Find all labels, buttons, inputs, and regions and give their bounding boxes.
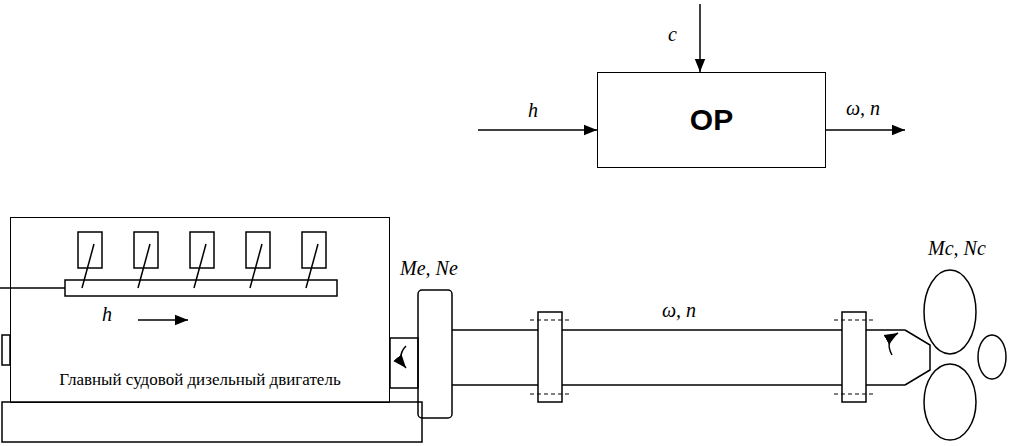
rack-links: [82, 244, 318, 288]
flange-bolts: [530, 320, 874, 394]
output-arrow: [826, 129, 905, 131]
shaft-speed-label: ω, n: [662, 300, 696, 320]
fuel-pumps: [78, 232, 326, 268]
input-arrow: [478, 129, 597, 131]
engine-body: Главный судовой дизельный двигатель: [10, 217, 390, 403]
shaft-stub: [390, 338, 418, 388]
signal-name: c: [668, 24, 677, 44]
node-text: ОР: [690, 102, 733, 138]
input-arrow: [699, 4, 701, 72]
signal-name: ω, n: [846, 98, 880, 118]
shaft: [452, 329, 905, 331]
process-box: ОР: [597, 72, 826, 168]
signal-name: h: [102, 304, 112, 324]
fuel-rack: [65, 280, 337, 296]
flange: [842, 312, 866, 402]
engine-base: [2, 402, 422, 442]
signal-name: h: [528, 100, 538, 120]
flywheel: [418, 290, 452, 418]
torque-power-label: Me, Ne: [400, 258, 458, 278]
flange: [538, 312, 562, 402]
propeller: [889, 270, 1006, 440]
rotation-arrow: [401, 346, 406, 368]
node-text: Главный судовой дизельный двигатель: [59, 370, 340, 390]
rack-arrow: [138, 319, 188, 321]
load-label: Mc, Nc: [928, 238, 986, 258]
engine-side: [2, 335, 10, 365]
shaft: [452, 384, 905, 386]
